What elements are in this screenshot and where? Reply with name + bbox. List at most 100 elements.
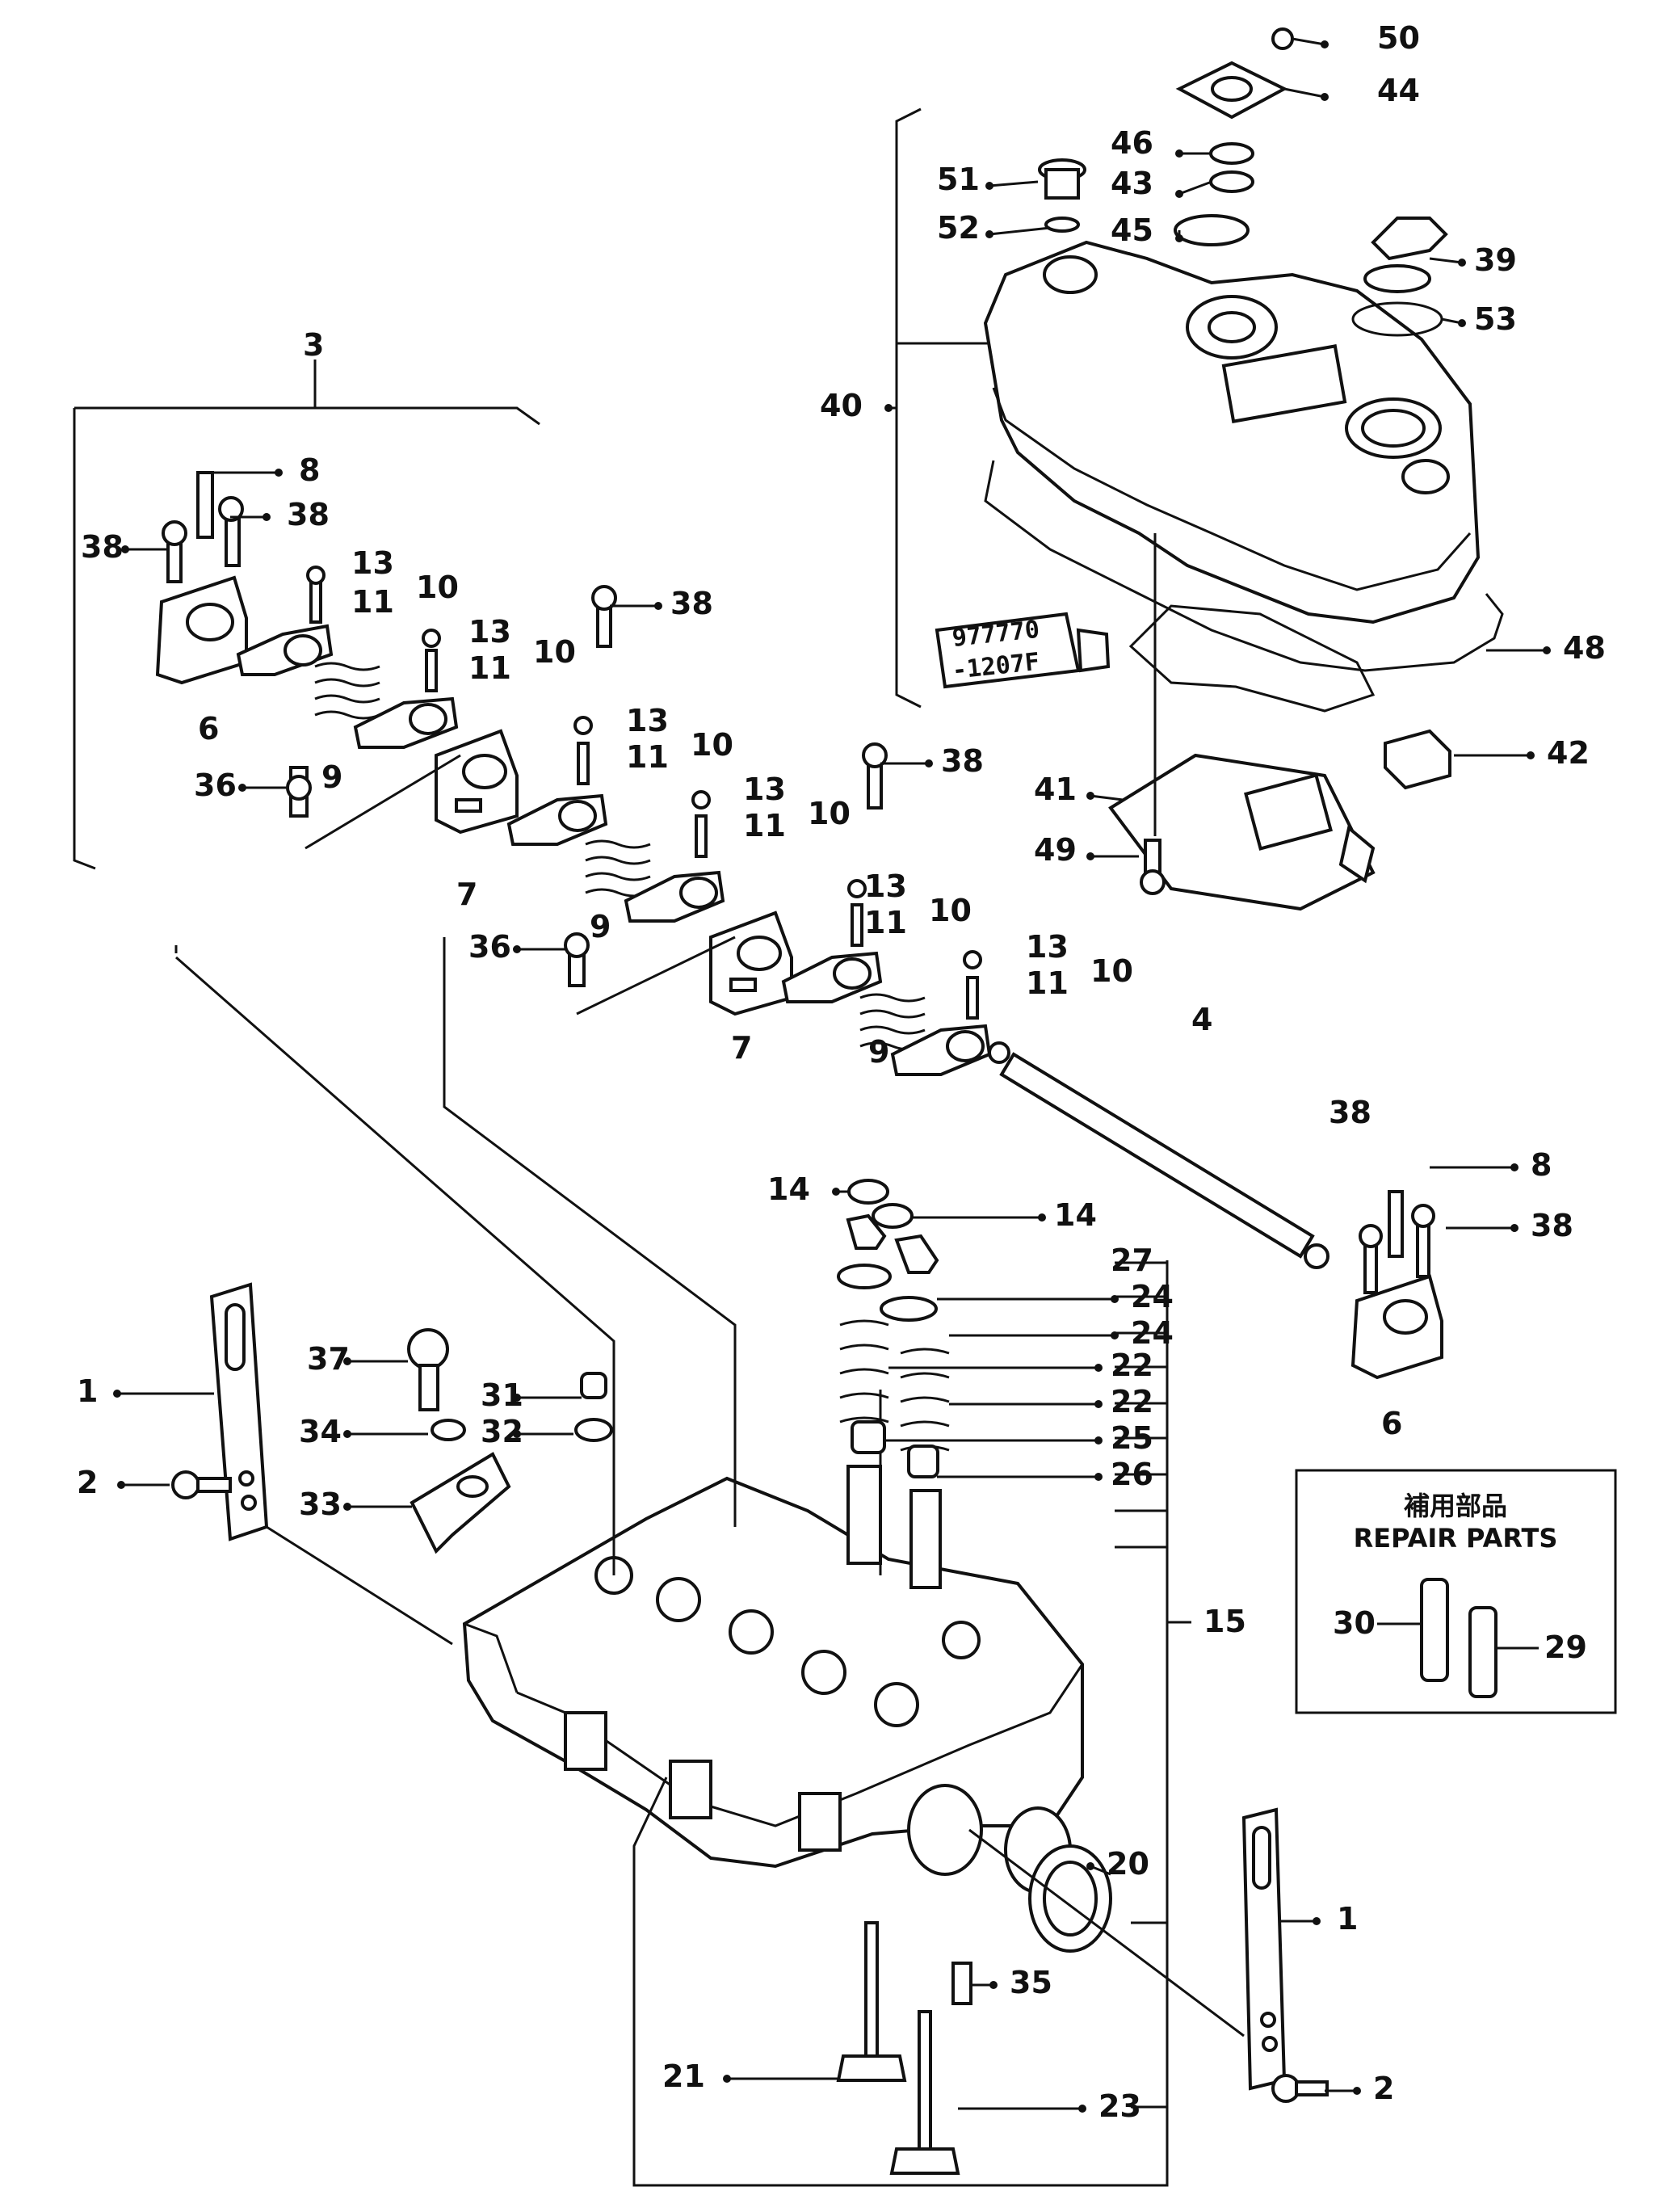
callout-7: 7 (456, 877, 477, 912)
valve-spring-9b (585, 839, 651, 898)
callout-9: 9 (321, 759, 342, 795)
valve-spring-9a (314, 662, 380, 720)
repair-title-en: REPAIR PARTS (1354, 1523, 1558, 1554)
rocker-arm-2 (353, 629, 459, 749)
callout-10: 10 (416, 570, 459, 605)
callout-dot-46 (1175, 149, 1183, 158)
callout-dot-36 (238, 784, 246, 792)
callout-10: 10 (533, 634, 576, 670)
callout-dot-52 (985, 230, 993, 238)
bolt-49 (1140, 839, 1166, 895)
valve-spring-left (839, 1319, 889, 1424)
callout-9: 9 (868, 1034, 889, 1070)
cover-plate (1108, 753, 1376, 911)
callout-dot-1 (1313, 1917, 1321, 1925)
callout-38: 38 (1329, 1095, 1371, 1130)
callout-7: 7 (731, 1030, 752, 1066)
callout-38: 38 (81, 529, 124, 565)
callout-dot-49 (1086, 852, 1094, 860)
callout-dot-44 (1321, 93, 1329, 101)
breather-cover (1175, 27, 1294, 120)
callout-36: 36 (468, 929, 511, 965)
callout-38: 38 (941, 743, 984, 779)
callout-35: 35 (1010, 1965, 1052, 2000)
exhaust-valve (889, 2010, 960, 2175)
callout-dot-2 (1353, 2087, 1361, 2095)
callout-6: 6 (1381, 1406, 1402, 1441)
bolt-2-right (1271, 2074, 1329, 2103)
callout-15: 15 (1203, 1604, 1246, 1639)
callout-13: 13 (351, 545, 394, 581)
callout-53: 53 (1474, 301, 1517, 337)
callout-leader-52 (989, 226, 1051, 236)
lifting-eye-left (209, 1282, 269, 1541)
bolt-36-a (286, 766, 312, 818)
callout-dot-36 (513, 945, 521, 953)
callout-dot-35 (989, 1981, 998, 1989)
callout-44: 44 (1377, 73, 1420, 108)
rocker-support-center-2 (709, 910, 793, 1016)
callout-dot-38 (654, 602, 662, 610)
callout-52: 52 (937, 210, 980, 246)
callout-41: 41 (1034, 772, 1077, 807)
callout-24: 24 (1131, 1315, 1174, 1351)
rocker-arm-group (73, 360, 1443, 1380)
callout-13: 13 (626, 703, 669, 738)
callout-dot-8 (275, 469, 283, 477)
callout-dot-8 (1510, 1163, 1518, 1171)
callout-dot-24 (1111, 1295, 1119, 1303)
callout-dot-2 (117, 1481, 125, 1489)
callout-23: 23 (1098, 2088, 1141, 2124)
callout-9: 9 (590, 909, 611, 944)
callout-45: 45 (1111, 212, 1153, 248)
callout-21: 21 (662, 2059, 705, 2094)
callout-49: 49 (1034, 832, 1077, 868)
callout-dot-32 (513, 1430, 521, 1438)
callout-43: 43 (1111, 166, 1153, 201)
callout-10: 10 (1090, 953, 1133, 989)
callout-20: 20 (1107, 1846, 1149, 1882)
callout-leader-39 (1429, 257, 1463, 264)
callout-10: 10 (929, 893, 972, 928)
callout-11: 11 (468, 650, 511, 686)
valve-spring-right (900, 1348, 950, 1452)
callout-dot-41 (1086, 792, 1094, 800)
repair-item-30: 30 (1333, 1605, 1376, 1641)
callout-8: 8 (299, 452, 320, 488)
callout-33: 33 (299, 1487, 342, 1522)
callout-27: 27 (1111, 1243, 1153, 1278)
callout-11: 11 (351, 584, 394, 620)
callout-dot-14 (832, 1188, 840, 1196)
rocker-arm-3 (506, 716, 608, 846)
repair-parts-box: 補用部品 REPAIR PARTS 30 29 (1295, 1469, 1617, 1714)
callout-42: 42 (1547, 735, 1590, 771)
callout-8: 8 (1531, 1147, 1552, 1183)
callout-1: 1 (1337, 1901, 1358, 1937)
callout-dot-38 (263, 513, 271, 521)
callout-25: 25 (1111, 1420, 1153, 1456)
rocker-support-center-1 (435, 729, 519, 835)
rocker-shaft (988, 1041, 1329, 1269)
callout-dot-53 (1458, 319, 1466, 327)
callout-dot-38 (121, 545, 129, 553)
lifting-eye-right (1241, 1807, 1287, 2091)
callout-40: 40 (820, 388, 863, 423)
bolt-36-b (564, 932, 590, 987)
plug-20 (1028, 1844, 1112, 1953)
callout-dot-48 (1543, 646, 1551, 654)
callout-1: 1 (77, 1373, 98, 1409)
callout-46: 46 (1111, 125, 1153, 161)
valve-parts (171, 1179, 1329, 2187)
callout-dot-34 (343, 1430, 351, 1438)
callout-13: 13 (468, 614, 511, 650)
sealant-tube: 977770 -1207F (935, 612, 1111, 689)
callout-dot-26 (1094, 1473, 1103, 1481)
callout-22: 22 (1111, 1384, 1153, 1419)
rocker-support-right (1350, 1190, 1443, 1380)
callout-34: 34 (299, 1414, 342, 1449)
callout-10: 10 (691, 727, 733, 763)
callout-dot-42 (1527, 751, 1535, 759)
callout-6: 6 (198, 711, 219, 746)
rubber-block (1384, 729, 1451, 790)
